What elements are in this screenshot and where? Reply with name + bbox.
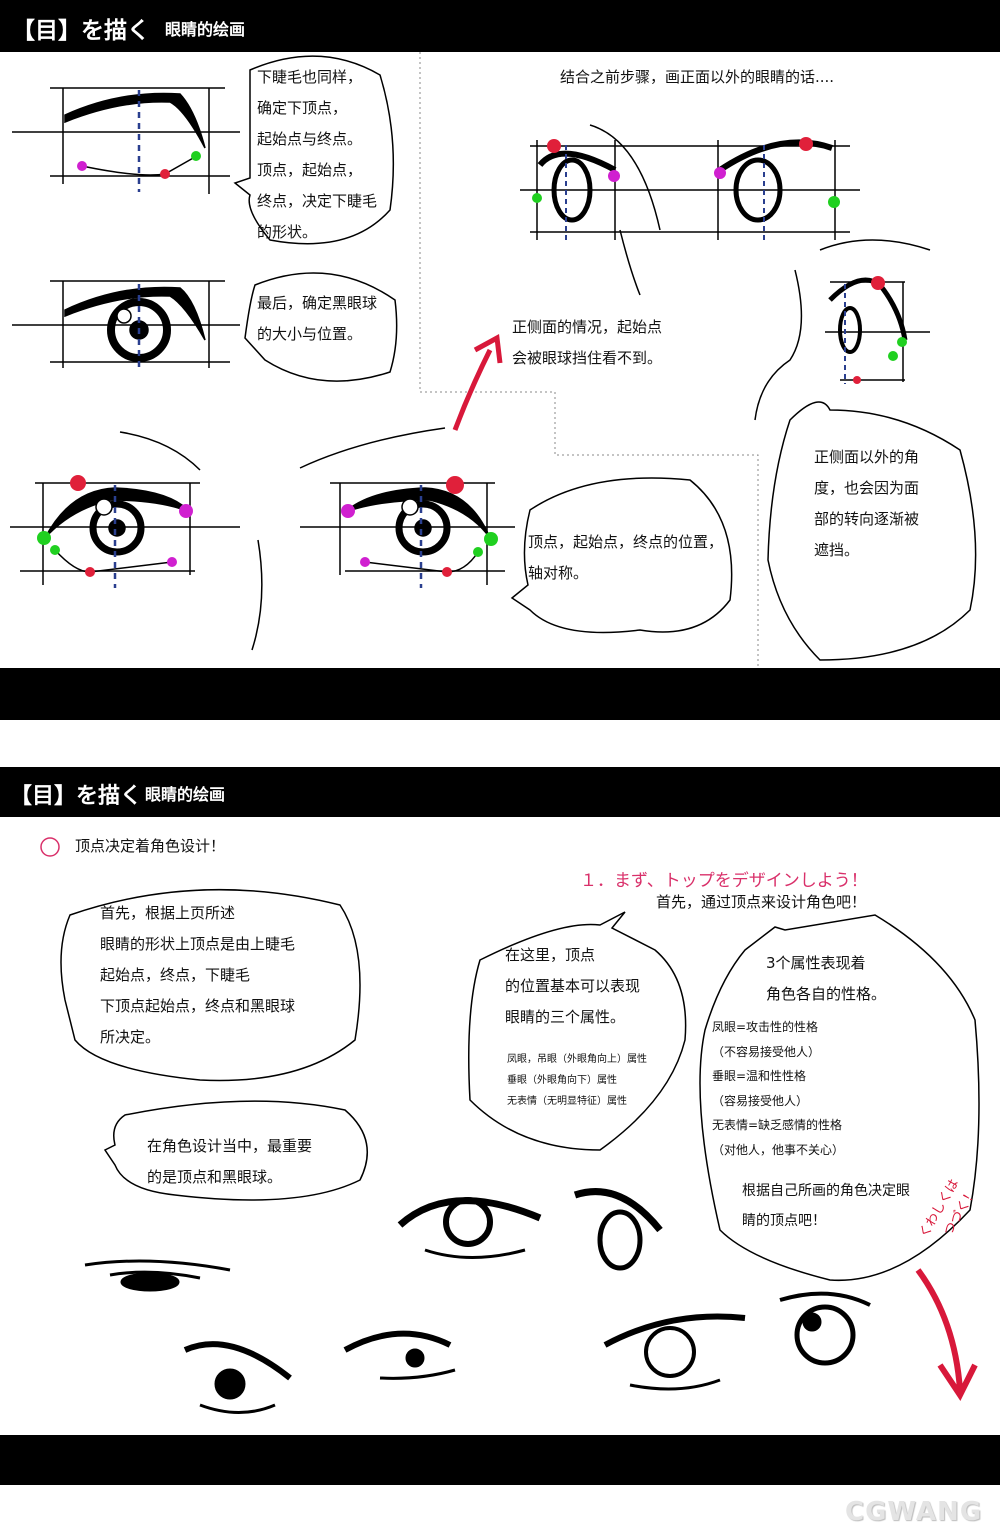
eye-diagram-iris — [12, 280, 240, 370]
panel2-bottom-band — [0, 1435, 1000, 1485]
bubble-attributes: 在这里，顶点 的位置基本可以表现 眼睛的三个属性。 — [505, 940, 640, 1033]
japanese-heading: １．まず、トップをデザインしよう！ — [580, 871, 868, 891]
bubble-personality-head: 3个属性表现着 角色各自的性格。 — [766, 948, 886, 1010]
eye-diagram-three-quarter — [520, 124, 860, 296]
text-line: 睛的顶点吧！ — [742, 1213, 826, 1229]
bubble-important: 在角色设计当中，最重要 的是顶点和黑眼球。 — [147, 1131, 312, 1193]
panel2-header-bar — [0, 767, 1000, 817]
text-line: 的是顶点和黑眼球。 — [147, 1168, 283, 1186]
text-line: 部的转向逐渐被 — [814, 510, 920, 528]
speech-bubble — [60, 888, 361, 1082]
bubble-iris: 最后，确定黑眼球 的大小与位置。 — [257, 288, 377, 350]
speech-bubble — [468, 911, 687, 1151]
watermark: CGWANG — [845, 1497, 983, 1527]
text-line: 起始点，终点，下睫毛 — [100, 966, 251, 984]
eye-examples — [84, 1188, 871, 1414]
step-title: 顶点决定着角色设计！ — [75, 837, 226, 855]
subheading: 首先，通过顶点来设计角色吧！ — [656, 893, 867, 911]
bubble-lower-lash: 下睫毛也同样， 确定下顶点， 起始点与终点。 顶点，起始点， 终点，决定下睫毛 … — [257, 62, 377, 248]
text-line: 终点，决定下睫毛 — [257, 192, 378, 210]
text-line: 轴对称。 — [528, 564, 589, 582]
text-line: （容易接受他人） — [712, 1093, 809, 1108]
caption-profile: 正侧面的情况，起始点 会被眼球挡住看不到。 — [512, 312, 662, 374]
panel1-series-title: 【目】を描く — [12, 18, 150, 44]
text-line: 无表情=缺乏感情的性格 — [712, 1118, 843, 1132]
red-arrow — [452, 334, 503, 431]
text-line: 度，也会因为面 — [814, 479, 920, 497]
text-line: （对他人，他事不关心） — [712, 1142, 845, 1157]
text-line: 下睫毛也同样， — [257, 68, 363, 86]
text-line: 在这里，顶点 — [505, 946, 596, 964]
eye-diagram-profile — [754, 239, 931, 421]
text-line: 的形状。 — [257, 223, 318, 241]
text-line: 3个属性表现着 — [766, 954, 866, 972]
personality-list: 凤眼=攻击性的性格 （不容易接受他人） 垂眼=温和性性格 （容易接受他人） 无表… — [712, 1015, 844, 1162]
text-line: 垂眼=温和性性格 — [712, 1069, 807, 1083]
text-line: 眼睛的形状上顶点是由上睫毛 — [100, 935, 296, 953]
panel1-header-bar — [0, 0, 1000, 52]
text-line: 在角色设计当中，最重要 — [147, 1137, 313, 1155]
panel1-bottom-band — [0, 668, 1000, 720]
step-number-circle — [40, 837, 60, 857]
text-line: 的位置基本可以表现 — [505, 977, 641, 995]
text-line: 的大小与位置。 — [257, 325, 363, 343]
eye-diagram-lower-lash — [12, 87, 240, 194]
panel2-series-title: 【目】を描く — [10, 784, 143, 809]
text-line: 确定下顶点， — [257, 99, 348, 117]
speech-bubble — [699, 914, 980, 1282]
text-line: 所决定。 — [100, 1028, 161, 1046]
text-line: 正侧面以外的角 — [814, 448, 920, 466]
text-line: 眼睛的三个属性。 — [505, 1008, 626, 1026]
bubble-personality-tail: 根据自己所画的角色决定眼 睛的顶点吧！ — [742, 1176, 910, 1236]
bubble-intro: 首先，根据上页所述 眼睛的形状上顶点是由上睫毛 起始点，终点，下睫毛 下顶点起始… — [100, 898, 295, 1053]
text-line: 遮挡。 — [814, 541, 860, 559]
text-line: 正侧面的情况，起始点 — [512, 318, 663, 336]
speech-bubble — [233, 55, 395, 245]
text-line: 顶点，起始点，终点的位置， — [528, 533, 724, 551]
text-line: 下顶点起始点，终点和黑眼球 — [100, 997, 296, 1015]
eye-diagram-symmetric-pair — [10, 427, 515, 651]
text-line: 角色各自的性格。 — [766, 985, 887, 1003]
text-line: 无表情（无明显特征）属性 — [507, 1096, 627, 1107]
text-line: （不容易接受他人） — [712, 1044, 821, 1059]
speech-bubble — [103, 1100, 368, 1201]
text-line: 起始点与终点。 — [257, 130, 363, 148]
text-line: 会被眼球挡住看不到。 — [512, 349, 663, 367]
panel2-title: 眼睛的绘画 — [145, 785, 226, 804]
text-line: 顶点，起始点， — [257, 161, 363, 179]
bubble-turning: 正侧面以外的角 度，也会因为面 部的转向逐渐被 遮挡。 — [814, 442, 919, 566]
speech-bubble — [244, 272, 398, 382]
attribute-list: 凤眼，吊眼（外眼角向上）属性 垂眼（外眼角向下）属性 无表情（无明显特征）属性 — [507, 1049, 647, 1112]
text-line: 根据自己所画的角色决定眼 — [742, 1183, 910, 1199]
text-line: 垂眼（外眼角向下）属性 — [507, 1075, 617, 1086]
panel1-title: 眼睛的绘画 — [165, 20, 246, 39]
bubble-symmetry: 顶点，起始点，终点的位置， 轴对称。 — [528, 527, 723, 589]
text-line: 凤眼，吊眼（外眼角向上）属性 — [507, 1054, 647, 1065]
text-line: 凤眼=攻击性的性格 — [712, 1020, 819, 1034]
speech-bubble — [510, 477, 733, 634]
text-line: 最后，确定黑眼球 — [257, 294, 378, 312]
text-line: 首先，根据上页所述 — [100, 904, 236, 922]
speech-bubble — [767, 401, 977, 661]
caption-other-angles: 结合之前步骤，画正面以外的眼睛的话.... — [560, 68, 835, 86]
red-arrow-down — [915, 1268, 978, 1401]
